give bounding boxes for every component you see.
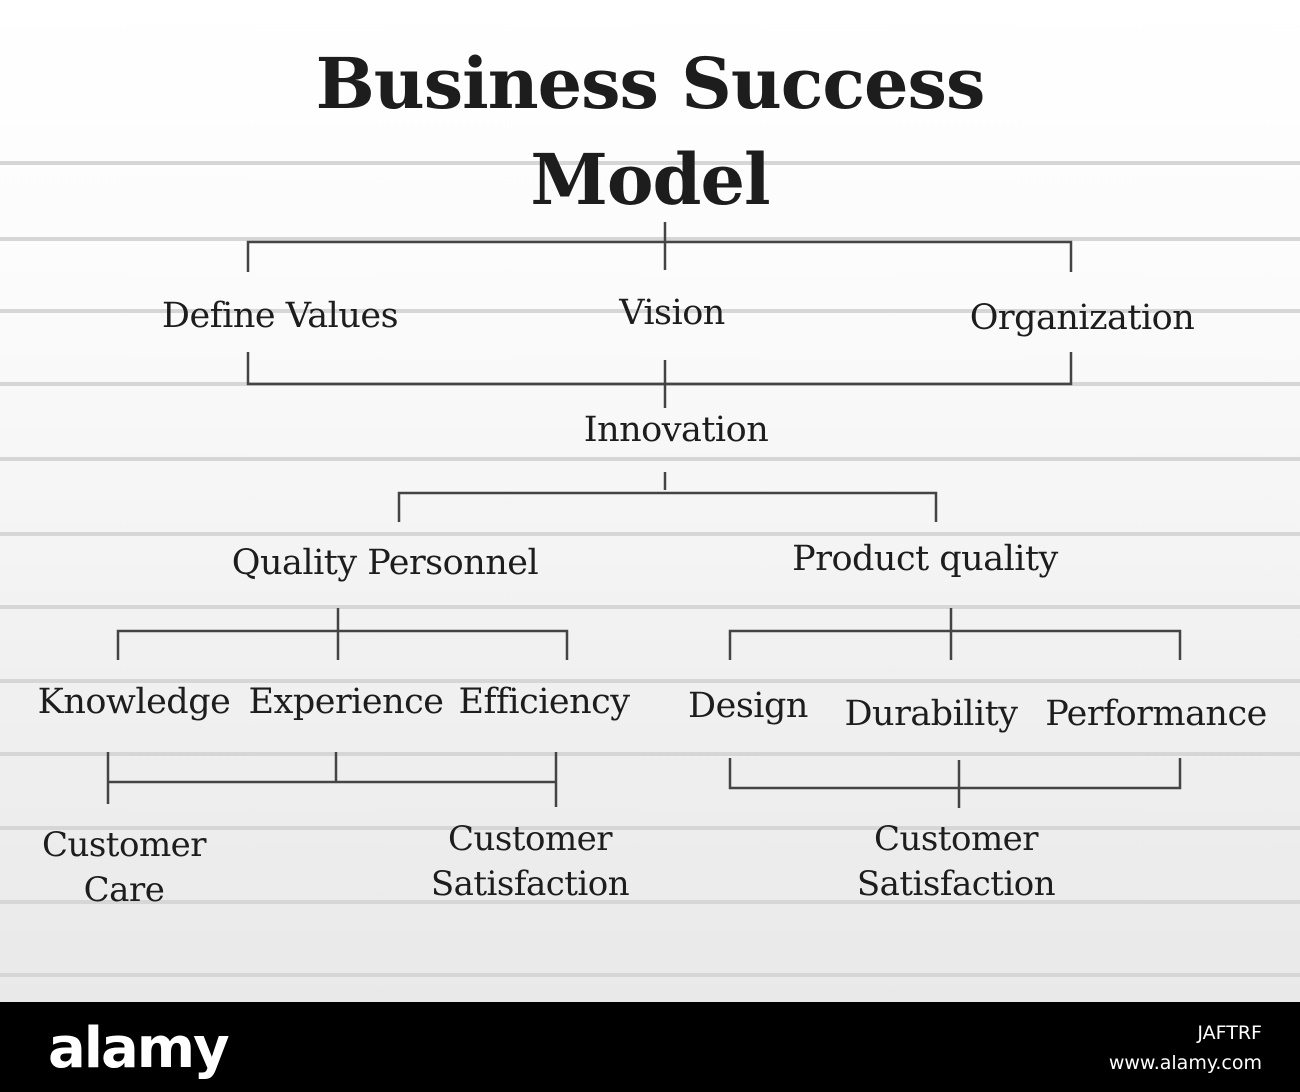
customer-satisfaction-left-line-1: Customer <box>447 819 613 859</box>
stock-footer-bar: alamy JAFTRF www.alamy.com <box>0 1002 1300 1092</box>
customer-satisfaction-right-line-1: Customer <box>873 819 1039 859</box>
site-url: www.alamy.com <box>1108 1052 1262 1074</box>
alamy-logo: alamy <box>48 1016 230 1081</box>
node-knowledge: Knowledge <box>37 682 231 722</box>
node-product-quality: Product quality <box>792 539 1058 579</box>
node-vision: Vision <box>619 293 725 333</box>
ruled-lines <box>0 161 1300 977</box>
node-durability: Durability <box>844 694 1018 734</box>
bracket-left-merge <box>106 752 558 807</box>
title-line-2: Model <box>530 138 770 221</box>
customer-care-line-2: Care <box>83 870 165 910</box>
ruled-paper-background: Business Success Model Define Values Vis… <box>0 0 1300 1002</box>
bracket-tier1 <box>246 240 1073 272</box>
node-quality-personnel: Quality Personnel <box>231 543 539 583</box>
node-innovation: Innovation <box>583 410 769 450</box>
node-performance: Performance <box>1045 694 1267 734</box>
bracket-tier1-merge <box>246 352 1073 386</box>
node-efficiency: Efficiency <box>458 682 630 722</box>
customer-care-line-1: Customer <box>41 825 207 865</box>
image-id: JAFTRF <box>1197 1022 1262 1044</box>
node-experience: Experience <box>248 682 444 722</box>
node-customer-satisfaction-right: Customer Satisfaction <box>856 817 1056 907</box>
bracket-quality-personnel <box>116 629 569 660</box>
node-customer-satisfaction-left: Customer Satisfaction <box>430 817 630 907</box>
bracket-product-quality <box>728 629 1182 660</box>
title-line-1: Business Success <box>315 42 986 125</box>
node-define-values: Define Values <box>161 296 399 336</box>
customer-satisfaction-left-line-2: Satisfaction <box>430 864 630 904</box>
connector-lines <box>106 222 1182 808</box>
node-customer-care: Customer Care <box>41 823 207 913</box>
node-organization: Organization <box>969 298 1195 338</box>
bracket-tier3 <box>397 491 938 522</box>
customer-satisfaction-right-line-2: Satisfaction <box>856 864 1056 904</box>
node-design: Design <box>688 686 808 726</box>
diagram-title: Business Success Model <box>315 36 986 228</box>
bracket-right-merge <box>728 758 1182 808</box>
